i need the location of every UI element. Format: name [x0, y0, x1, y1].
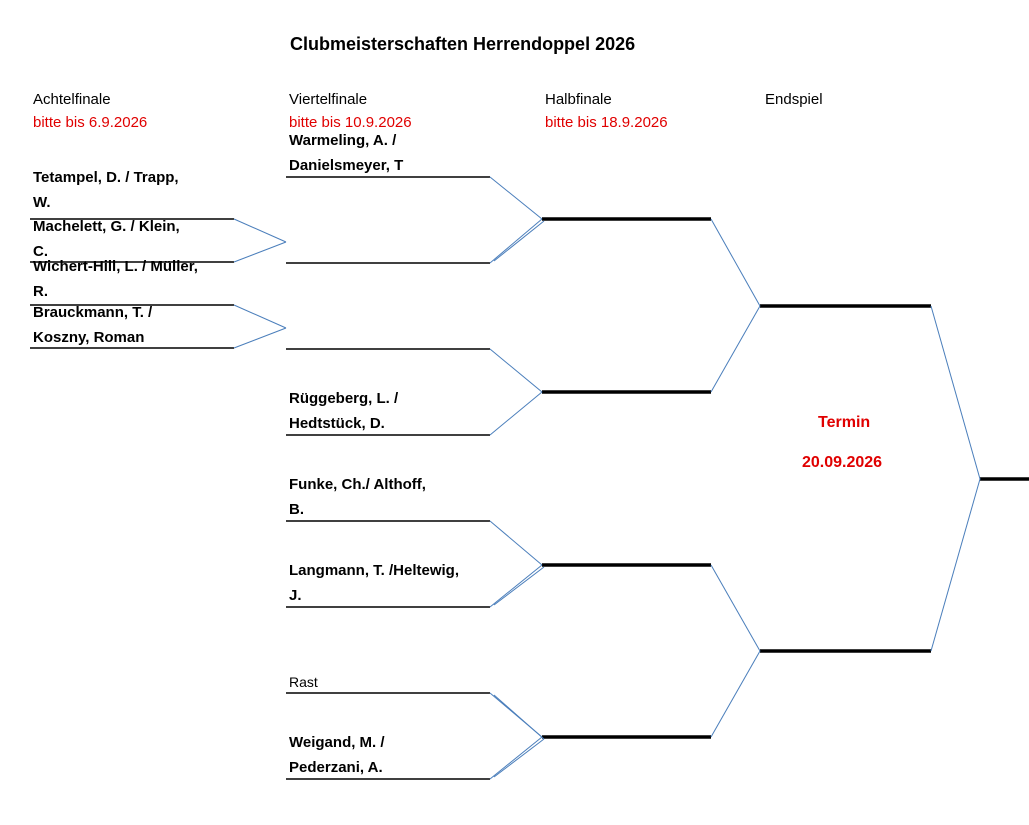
entry-line: Hedtstück, D. [289, 415, 385, 432]
entry-line: Weigand, M. / [289, 734, 385, 751]
entry-line: W. [33, 194, 51, 211]
round-label-halbfinale: Halbfinale [545, 91, 612, 108]
viertelfinale-entry-1: Warmeling, A. / Danielsmeyer, T [289, 128, 403, 178]
entry-line: C. [33, 243, 48, 260]
entry-line: Funke, Ch./ Althoff, [289, 476, 426, 493]
entry-line: Brauckmann, T. / [33, 304, 153, 321]
deadline-achtelfinale: bitte bis 6.9.2026 [33, 114, 148, 131]
entry-line: Danielsmeyer, T [289, 157, 404, 174]
entry-line: Pederzani, A. [289, 759, 383, 776]
termin-date: 20.09.2026 [802, 454, 883, 471]
page-title: Clubmeisterschaften Herrendoppel 2026 [290, 34, 636, 54]
entry-line: Rüggeberg, L. / [289, 390, 399, 407]
entry-line: Wichert-Hill, L. / Müller, [33, 258, 198, 275]
entry-line: B. [289, 501, 304, 518]
entry-line: Warmeling, A. / [289, 132, 397, 149]
viertelfinale-entry-4: Langmann, T. /Heltewig, J. [289, 558, 459, 608]
achtelfinale-entry-2: Machelett, G. / Klein, C. [33, 214, 180, 264]
achtelfinale-entry-4: Brauckmann, T. / Koszny, Roman [33, 300, 152, 350]
achtelfinale-entry-1: Tetampel, D. / Trapp, W. [33, 169, 179, 219]
termin-label: Termin [818, 414, 871, 431]
entry-line: R. [33, 283, 48, 300]
entry-line: Rast [289, 674, 318, 690]
entry-line: Machelett, G. / Klein, [33, 218, 180, 235]
viertelfinale-entry-3: Funke, Ch./ Althoff, B. [289, 472, 426, 522]
entry-line: Tetampel, D. / Trapp, [33, 169, 179, 186]
viertelfinale-entry-6: Weigand, M. / Pederzani, A. [289, 730, 385, 780]
viertelfinale-entry-2: Rüggeberg, L. / Hedtstück, D. [289, 386, 398, 436]
deadline-viertelfinale: bitte bis 10.9.2026 [289, 114, 412, 131]
round-label-achtelfinale: Achtelfinale [33, 91, 111, 108]
achtelfinale-entry-3: Wichert-Hill, L. / Müller, R. [33, 255, 198, 305]
entry-line: Langmann, T. /Heltewig, [289, 562, 460, 579]
round-label-endspiel: Endspiel [765, 91, 823, 108]
deadline-halbfinale: bitte bis 18.9.2026 [545, 114, 668, 131]
viertelfinale-entry-5: Rast [289, 670, 318, 695]
entry-line: J. [289, 587, 302, 604]
round-label-viertelfinale: Viertelfinale [289, 91, 368, 108]
entry-line: Koszny, Roman [33, 329, 145, 346]
